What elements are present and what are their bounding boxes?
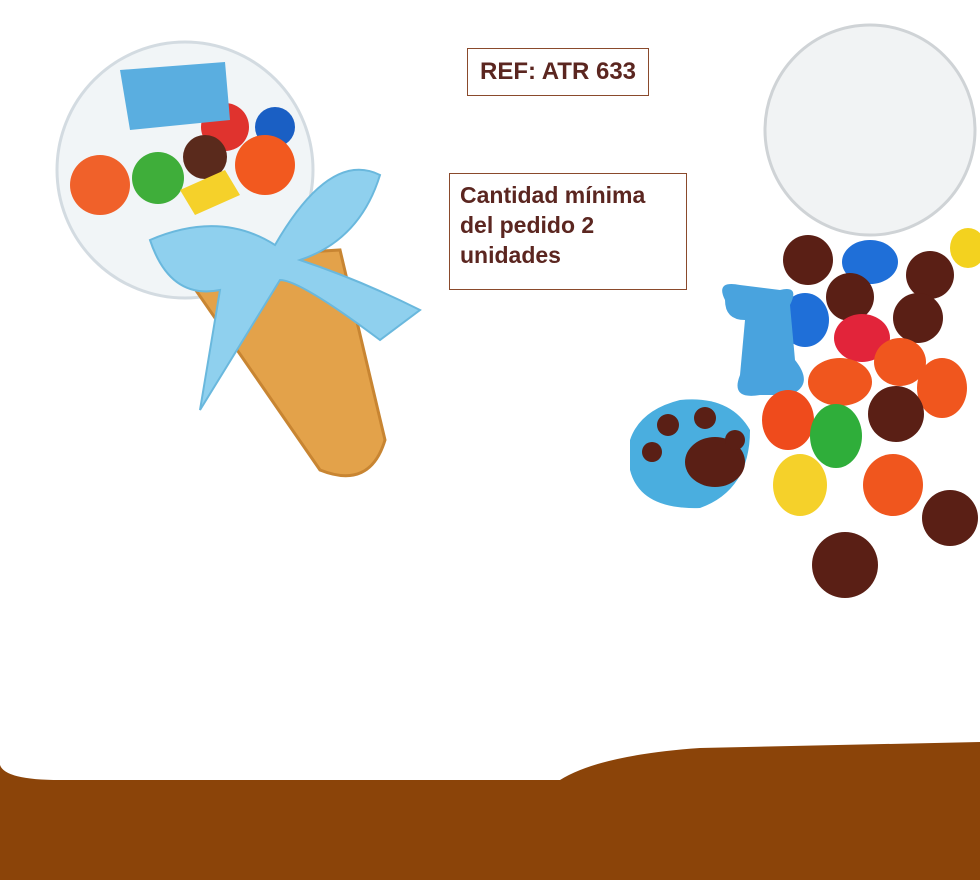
reference-label: REF: ATR 633 — [467, 48, 649, 96]
candy-pile — [630, 23, 980, 598]
minimum-order-label: Cantidad mínima del pedido 2 unidades — [449, 173, 687, 290]
ice-cream-cone-favor — [55, 40, 422, 478]
footer-band — [0, 742, 980, 880]
